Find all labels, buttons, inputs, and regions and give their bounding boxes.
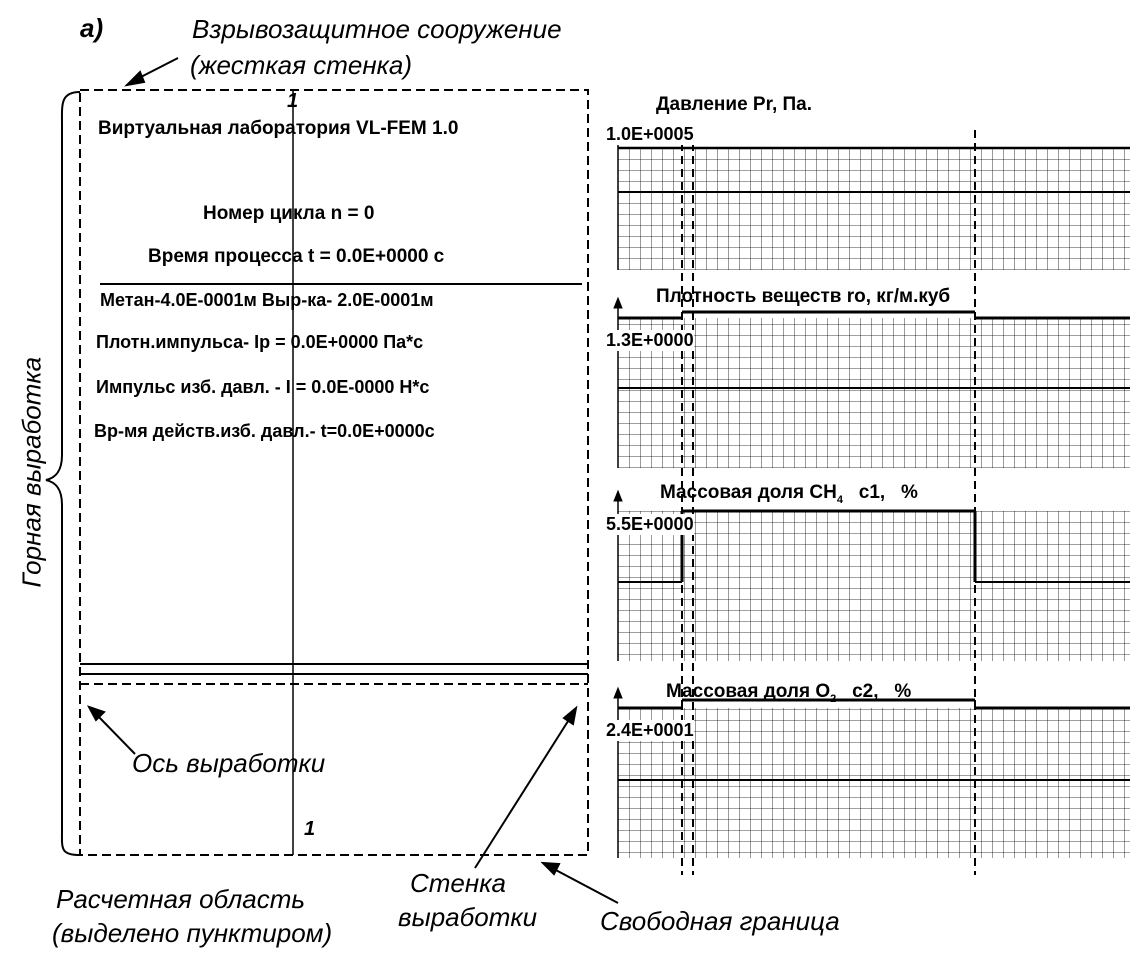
graph-pressure-title: Давление Pr, Па. bbox=[656, 94, 812, 115]
wall-label-2: выработки bbox=[398, 902, 538, 932]
section-marker-bottom: 1 bbox=[304, 818, 316, 840]
mine-working-label: Горная выработка bbox=[16, 356, 47, 588]
section-marker-top: 1 bbox=[287, 90, 299, 112]
graph-markers bbox=[681, 130, 976, 875]
cycle-number: Номер цикла n = 0 bbox=[203, 203, 375, 224]
graph-o2-title-tail: c2, % bbox=[836, 681, 912, 702]
free-boundary-label: Свободная граница bbox=[600, 906, 840, 936]
annotation-arrows bbox=[86, 57, 619, 904]
figure-label: а) bbox=[80, 13, 104, 43]
process-time: Время процесса t = 0.0E+0000 c bbox=[148, 246, 445, 267]
graphs-grid bbox=[613, 126, 1130, 858]
graph-o2-value: 2.4E+0001 bbox=[606, 720, 694, 741]
graph-o2-title-main: Массовая доля O bbox=[666, 681, 831, 702]
graph-density-title: Плотность веществ ro, кг/м.куб bbox=[656, 286, 951, 307]
graph-ch4-value: 5.5E+0000 bbox=[606, 514, 694, 535]
blast-structure-label-2: (жесткая стенка) bbox=[190, 50, 413, 80]
mine-working-brace bbox=[45, 91, 81, 856]
graph-ch4-title-sub: 4 bbox=[836, 493, 843, 506]
wall-label-1: Стенка bbox=[410, 868, 506, 898]
impulse-density-line: Плотн.импульса- Ip = 0.0E+0000 Па*с bbox=[96, 332, 424, 352]
graph-o2-title: Массовая доля O2 c2, % bbox=[666, 681, 911, 705]
calc-area-label-1: Расчетная область bbox=[56, 884, 306, 914]
graph-ch4-title-tail: c1, % bbox=[842, 482, 918, 503]
lengths-line: Метан-4.0E-0001м Выр-ка- 2.0E-0001м bbox=[100, 290, 434, 310]
calc-area-border bbox=[79, 89, 589, 856]
lab-title: Виртуальная лаборатория VL-FEM 1.0 bbox=[98, 118, 459, 139]
graph-density-value: 1.3E+0000 bbox=[606, 330, 694, 351]
impulse-line: Импульс изб. давл. - I = 0.0E-0000 Н*с bbox=[96, 377, 430, 397]
graph-o2-title-sub: 2 bbox=[830, 692, 837, 705]
duration-line: Вр-мя действ.изб. давл.- t=0.0E+0000с bbox=[94, 421, 435, 441]
working-axis-label: Ось выработки bbox=[132, 748, 326, 778]
graph-pressure-value: 1.0E+0005 bbox=[606, 124, 694, 145]
graph-ch4-title-main: Массовая доля CH bbox=[660, 482, 837, 503]
blast-structure-label-1: Взрывозащитное сооружение bbox=[192, 14, 562, 44]
calc-area-label-2: (выделено пунктиром) bbox=[52, 918, 333, 948]
graph-ch4-title: Массовая доля CH4 c1, % bbox=[660, 482, 918, 506]
